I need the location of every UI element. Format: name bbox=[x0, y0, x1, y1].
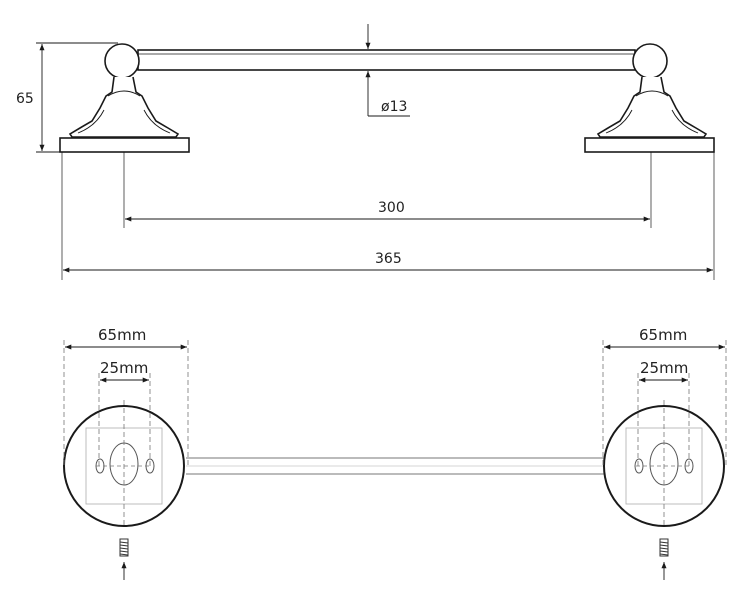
side-view bbox=[59, 43, 715, 153]
diameter-label: ø13 bbox=[381, 99, 407, 115]
right-inner-label: 25mm bbox=[640, 359, 688, 377]
height-label: 65 bbox=[16, 91, 34, 107]
right-outer-label: 65mm bbox=[639, 326, 687, 344]
left-outer-label: 65mm bbox=[98, 326, 146, 344]
left-inner-label: 25mm bbox=[100, 359, 148, 377]
right-bracket-side bbox=[584, 43, 715, 153]
towel-bar-rod-top bbox=[186, 457, 605, 475]
top-view-dimensions bbox=[63, 340, 727, 466]
left-bracket-side bbox=[59, 43, 190, 153]
towel-bar-rod bbox=[137, 49, 636, 71]
side-view-dimensions bbox=[36, 24, 715, 280]
set-screw-right bbox=[659, 538, 669, 557]
set-screw-left bbox=[119, 538, 129, 557]
total-width-label: 365 bbox=[375, 251, 402, 267]
inner-width-label: 300 bbox=[378, 200, 405, 216]
left-rosette-top bbox=[63, 400, 185, 528]
right-rosette-top bbox=[603, 400, 725, 528]
top-view bbox=[63, 400, 725, 580]
